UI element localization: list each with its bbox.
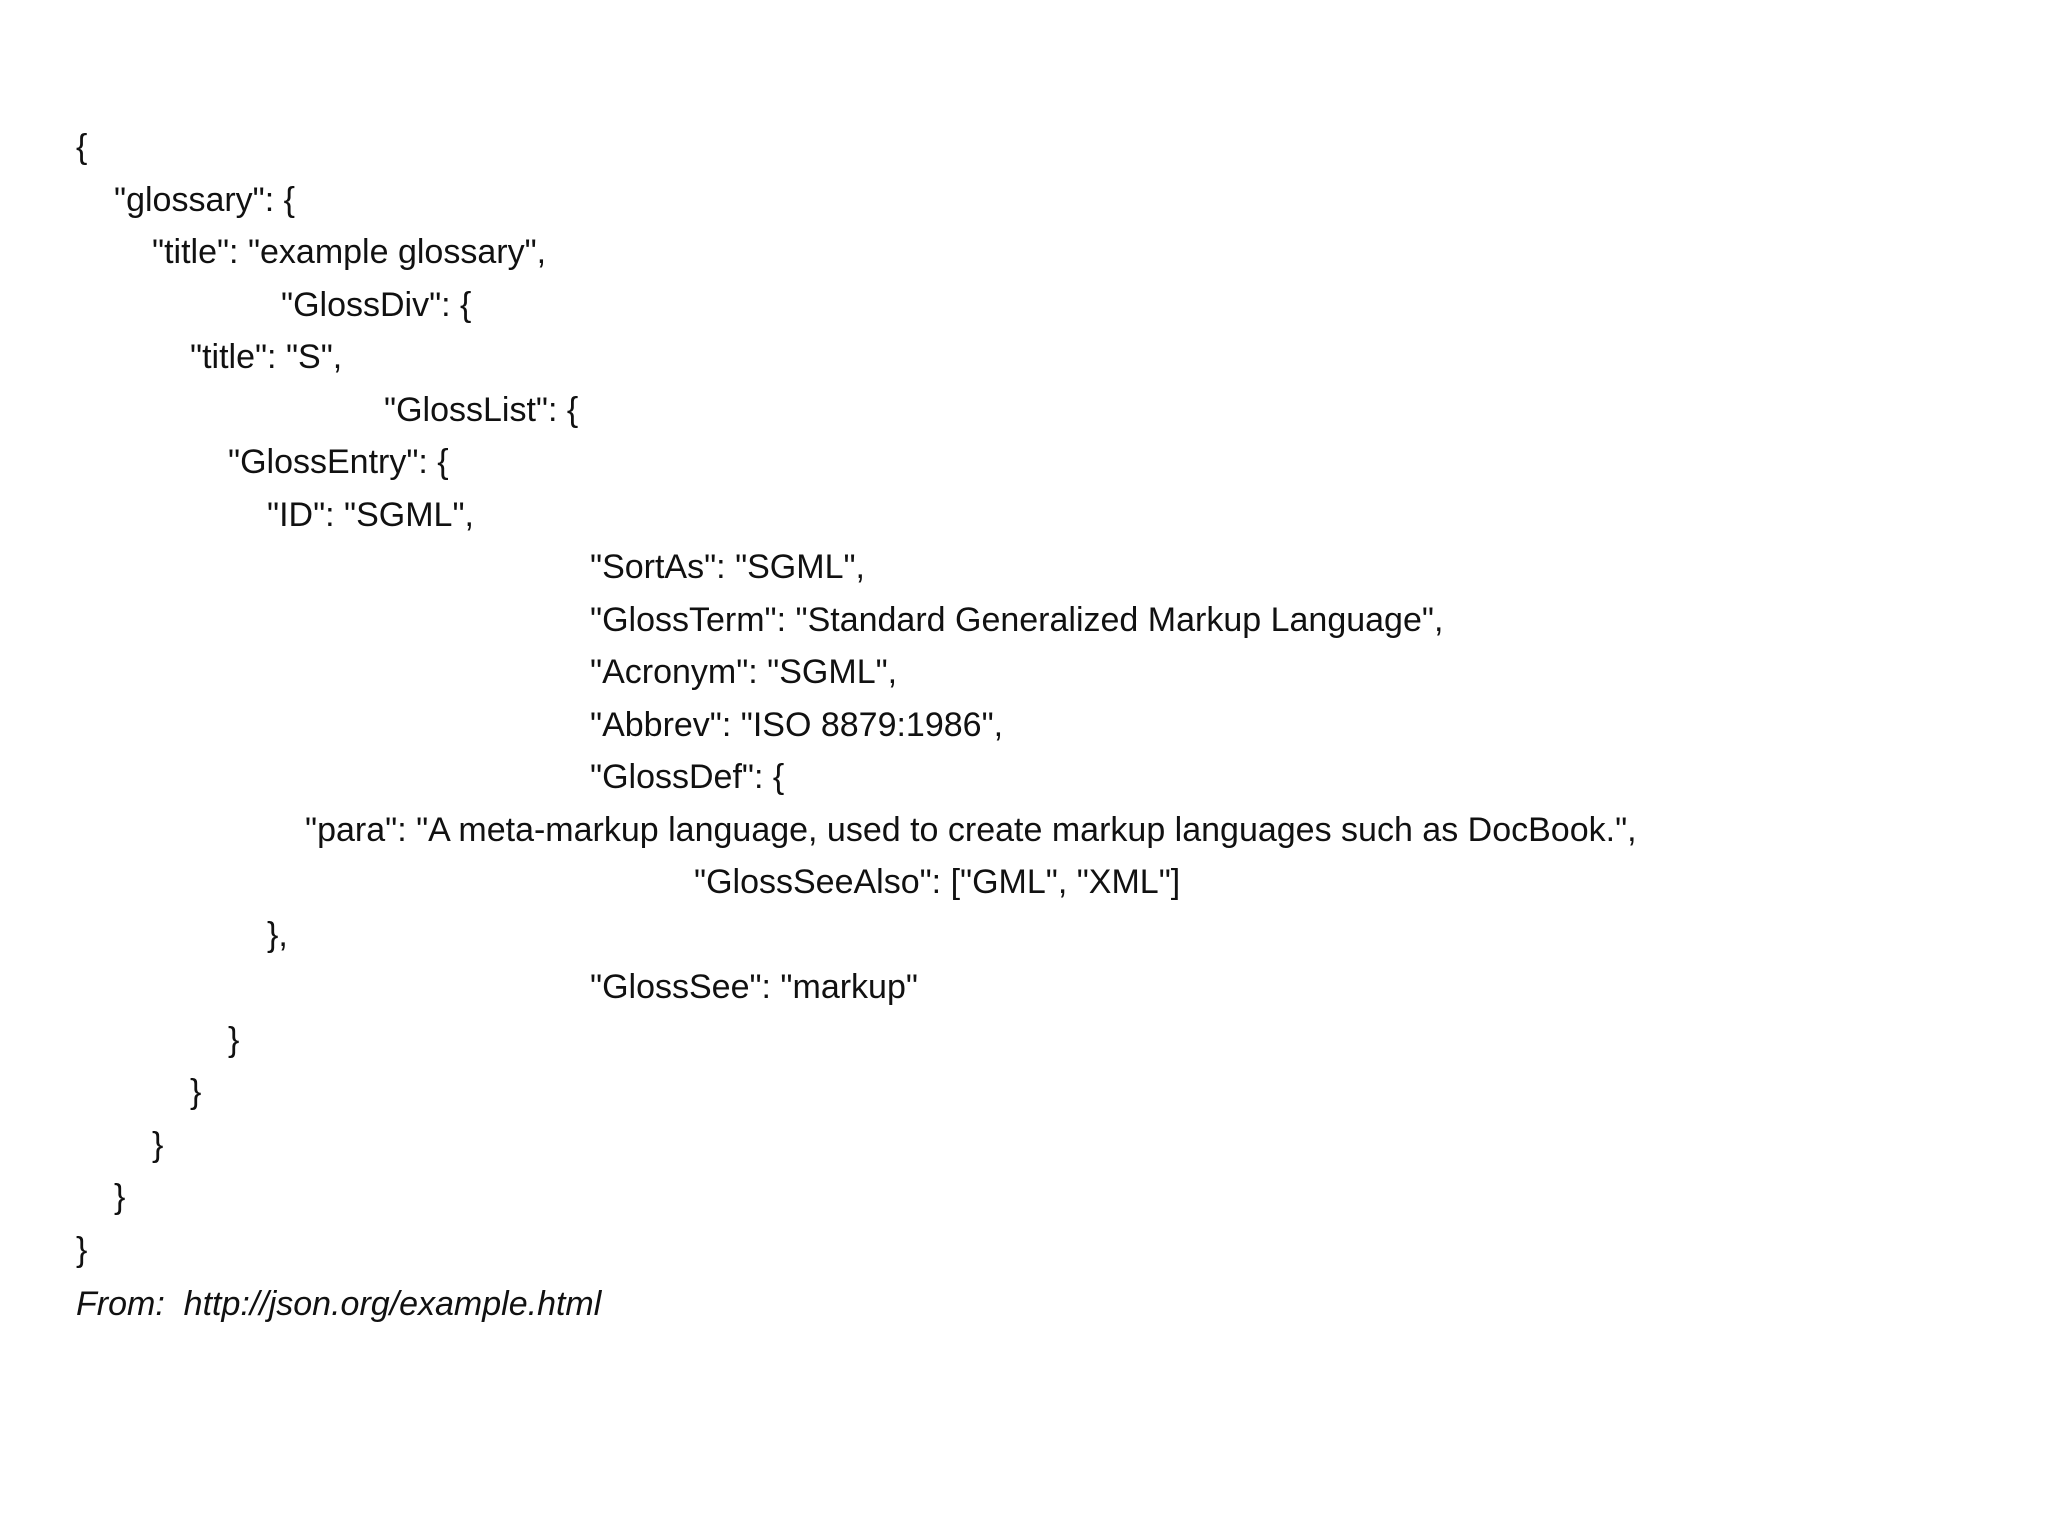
code-line: "Acronym": "SGML",: [590, 653, 898, 691]
code-line: "para": "A meta-markup language, used to…: [305, 811, 1637, 849]
code-line: }: [152, 1126, 164, 1164]
code-line: "GlossSeeAlso": ["GML", "XML"]: [694, 863, 1181, 901]
code-line: "GlossSee": "markup": [590, 968, 918, 1006]
code-line: "ID": "SGML",: [267, 496, 474, 534]
code-line: }: [190, 1073, 202, 1111]
code-line: "SortAs": "SGML",: [590, 548, 866, 586]
code-line: "title": "example glossary",: [152, 233, 547, 271]
code-line: }: [114, 1178, 126, 1216]
code-line: "GlossList": {: [384, 391, 579, 429]
code-line: "GlossTerm": "Standard Generalized Marku…: [590, 601, 1444, 639]
code-line: "glossary": {: [114, 181, 295, 219]
code-line: "GlossEntry": {: [228, 443, 449, 481]
code-line: {: [76, 128, 88, 166]
code-line: "GlossDiv": {: [281, 286, 472, 324]
code-line: },: [267, 916, 288, 954]
code-line: }: [76, 1231, 88, 1269]
code-line: "Abbrev": "ISO 8879:1986",: [590, 706, 1004, 744]
code-line: }: [228, 1021, 240, 1059]
source-caption: From: http://json.org/example.html: [76, 1285, 602, 1323]
code-line: "GlossDef": {: [590, 758, 785, 796]
code-line: "title": "S",: [190, 338, 343, 376]
